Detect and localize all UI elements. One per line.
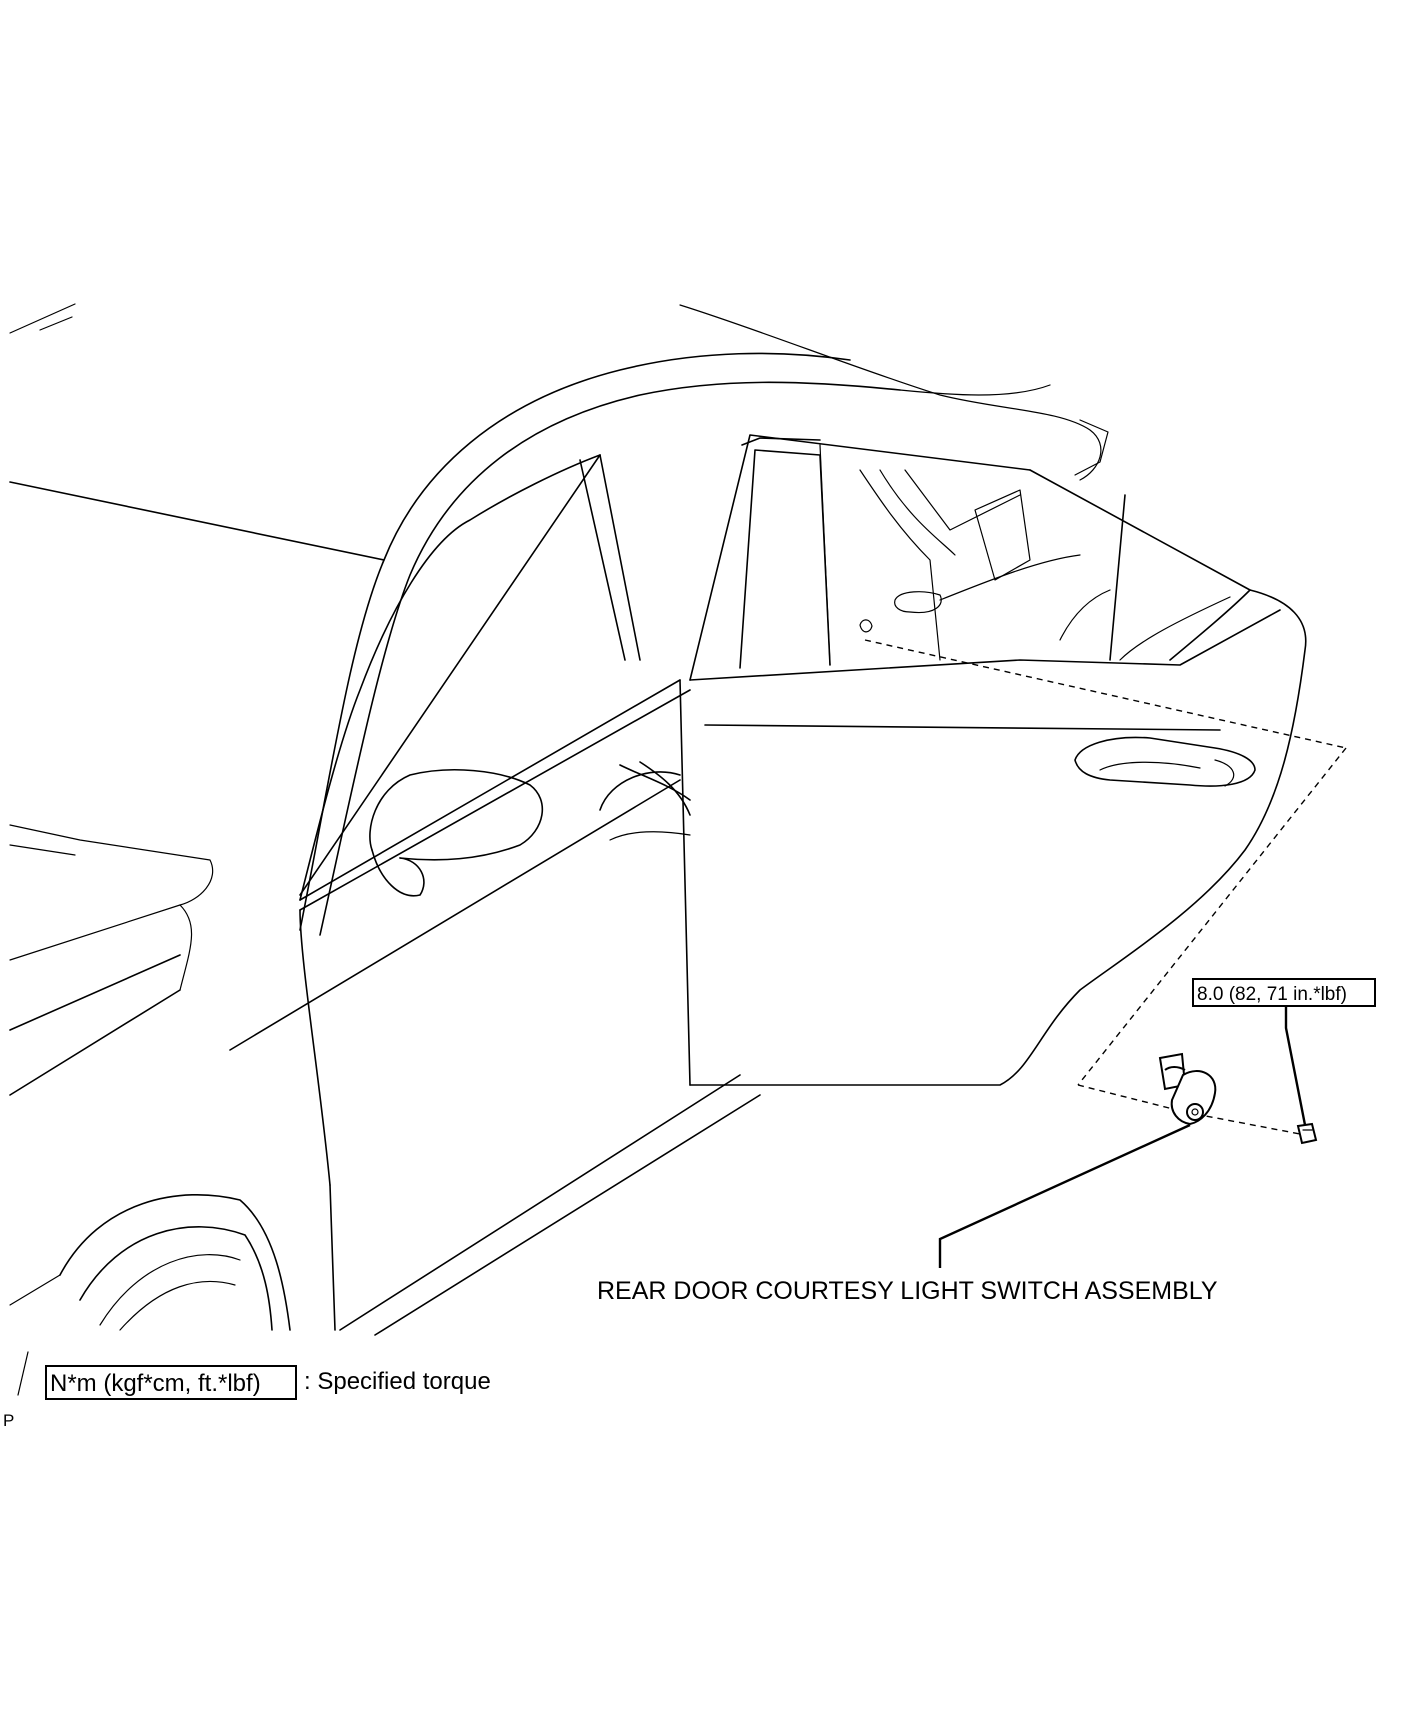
- courtesy-light-switch-part: [1158, 1052, 1217, 1126]
- locator-dashed-lines: [864, 639, 1347, 1135]
- legend-description-text: : Specified torque: [304, 1368, 491, 1395]
- torque-value-text: 8.0 (82, 71 in.*lbf): [1197, 984, 1347, 1005]
- mounting-bolt: [1296, 1122, 1318, 1145]
- vehicle-body-outline: [9, 303, 1307, 1396]
- torque-callout: 8.0 (82, 71 in.*lbf): [1192, 978, 1376, 1007]
- torque-legend: N*m (kgf*cm, ft.*lbf) : Specified torque: [45, 1365, 491, 1400]
- callout-leader-lines: [938, 1003, 1307, 1268]
- part-name-label: REAR DOOR COURTESY LIGHT SWITCH ASSEMBLY: [597, 1277, 1218, 1305]
- corner-mark: P: [3, 1411, 14, 1430]
- legend-units-text: N*m (kgf*cm, ft.*lbf): [50, 1370, 261, 1397]
